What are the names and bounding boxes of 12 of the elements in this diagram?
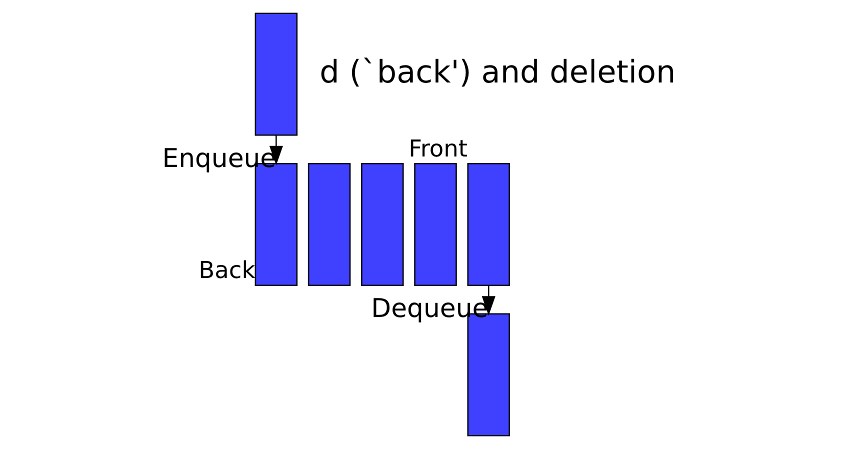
node-label: Back [198,257,255,284]
node-bar [254,12,298,136]
node-bar [360,162,404,286]
edge-label: Enqueue [162,144,276,174]
node-bar [307,162,350,286]
arrow [268,135,282,166]
node-bar [466,162,510,286]
label: d (`back') and deletion [319,54,676,90]
node-bar [414,162,456,286]
arrow [481,285,495,316]
node-label: Front [408,135,468,162]
edge-label: Dequeue [370,294,488,324]
